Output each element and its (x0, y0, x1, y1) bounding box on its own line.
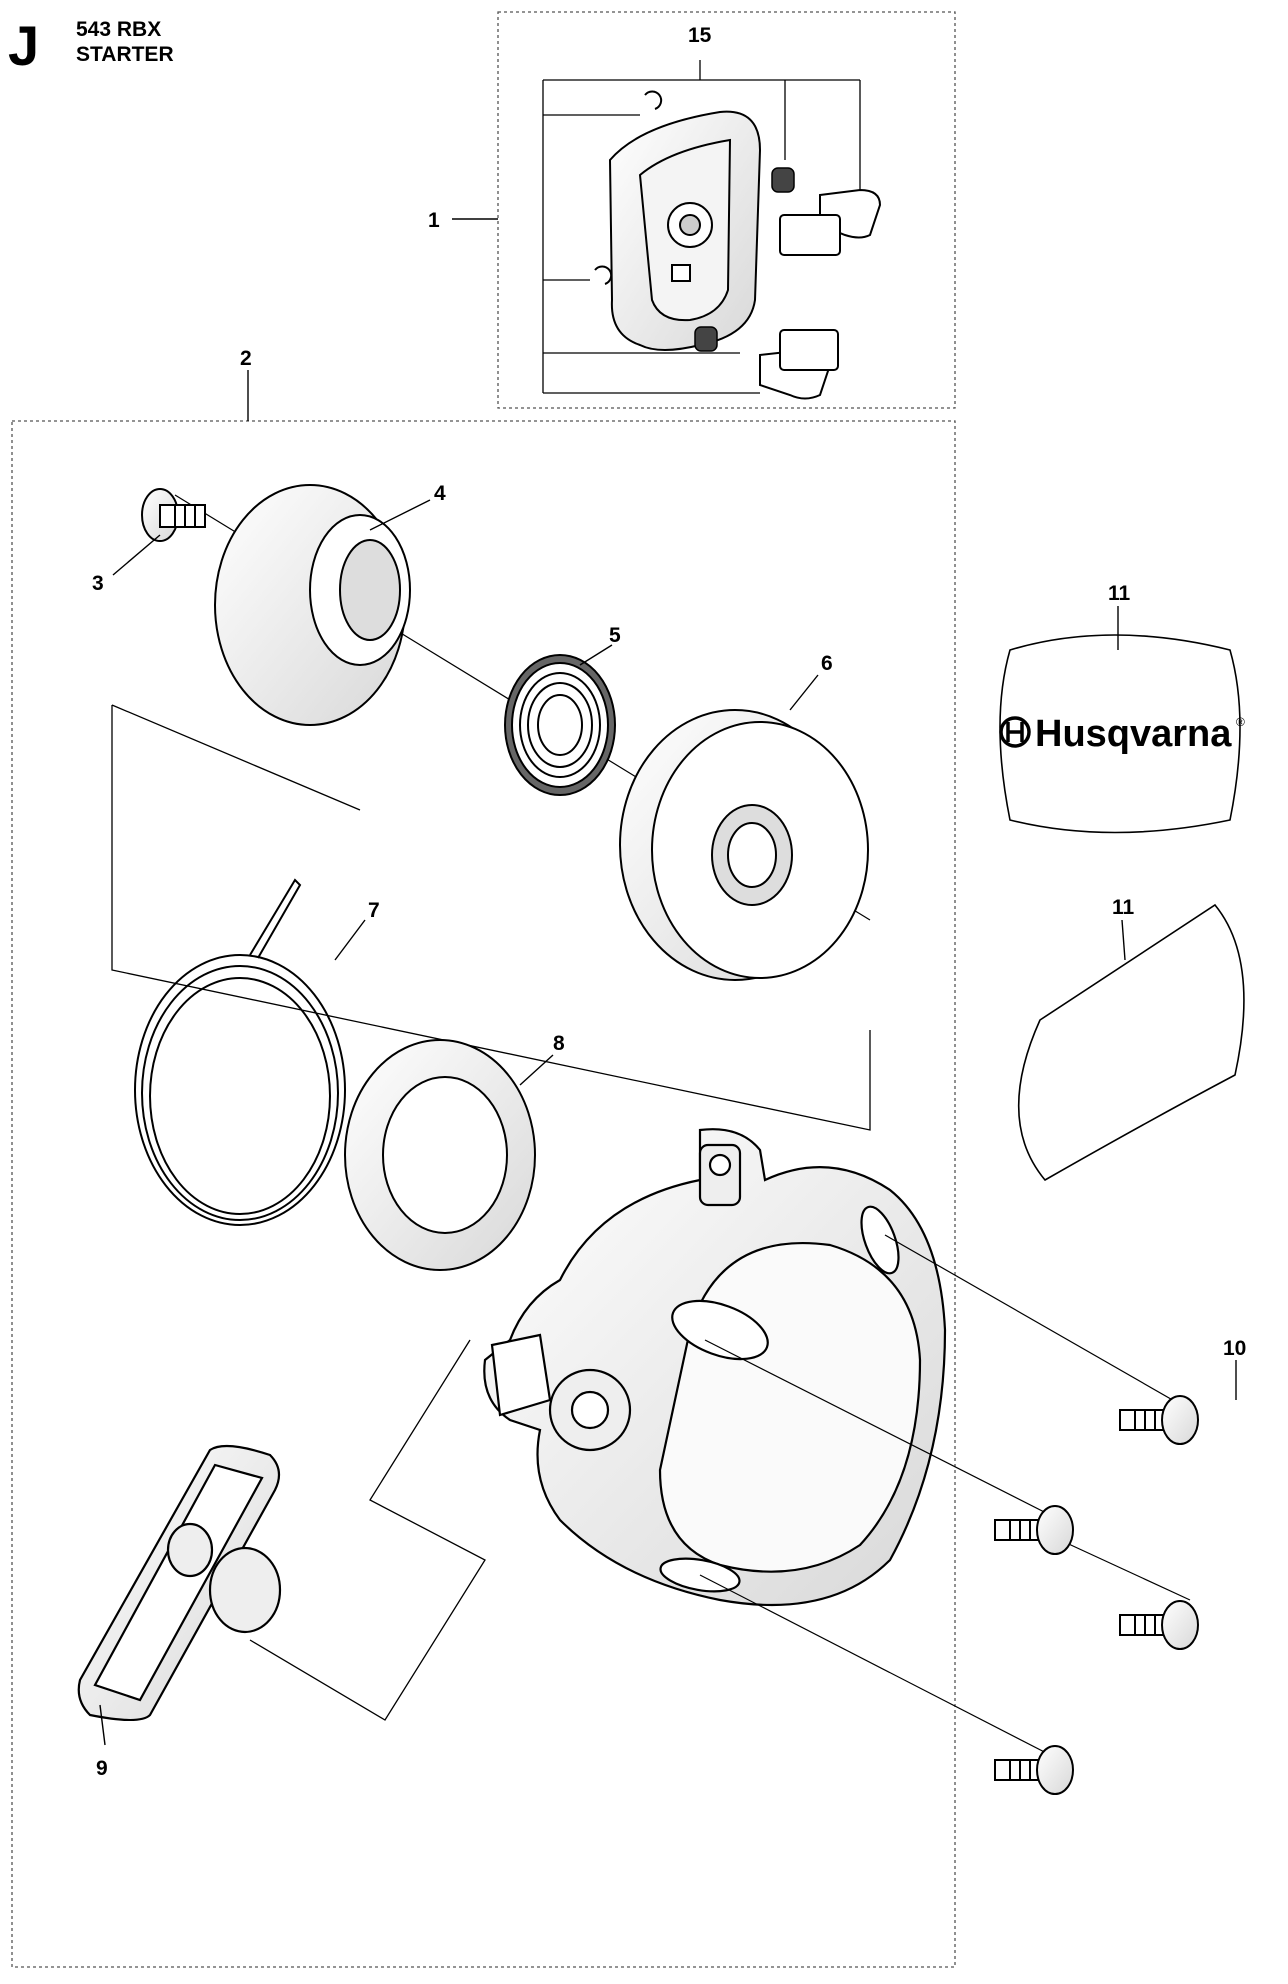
decal-blank (1017, 903, 1245, 1182)
callout-4: 4 (434, 482, 446, 505)
kit-15-bracket (542, 60, 861, 394)
callout-2: 2 (240, 347, 252, 370)
callout-10: 10 (1223, 1337, 1246, 1360)
decal-registered-mark: ® (1236, 715, 1245, 729)
screw-guide-lines (699, 1234, 1191, 1761)
section-letter: J (8, 14, 40, 77)
callout-11-blank-decal: 11 (1112, 896, 1135, 919)
callout-7: 7 (368, 899, 380, 922)
callout-3: 3 (92, 572, 104, 595)
pawl (759, 188, 882, 400)
recoil-spring (134, 878, 346, 1226)
callout-9: 9 (96, 1757, 108, 1780)
housing-screw (994, 1395, 1199, 1795)
decal-logo-text: Husqvarna (1035, 713, 1232, 755)
starter-housing (483, 1128, 947, 1606)
shoulder-screw (141, 488, 206, 542)
husqvarna-logo-icon (999, 716, 1031, 748)
assembly-guide-lower (249, 1339, 486, 1721)
bushing (214, 484, 411, 726)
washer (344, 1039, 536, 1271)
callout-leaders (99, 499, 1237, 1746)
callout-5: 5 (609, 624, 621, 647)
pawl-spring (694, 167, 795, 352)
callout-8: 8 (553, 1032, 565, 1055)
frame-kit-15 (497, 11, 956, 409)
frame-assembly-2 (11, 420, 956, 1968)
starter-pulley (619, 709, 869, 981)
starter-handle (77, 1444, 282, 1722)
decal-husqvarna (999, 634, 1241, 834)
coil-spring (504, 654, 616, 796)
model-name: 543 RBX (76, 18, 162, 41)
callout-6: 6 (821, 652, 833, 675)
diagram-title: STARTER (76, 43, 174, 66)
pawl-plate (608, 110, 762, 351)
callout-15: 15 (688, 24, 712, 47)
circlip (594, 90, 663, 285)
callout-11-logo-decal: 11 (1108, 582, 1131, 605)
callout-1: 1 (428, 209, 440, 232)
assembly-guide-upper (111, 705, 871, 1131)
